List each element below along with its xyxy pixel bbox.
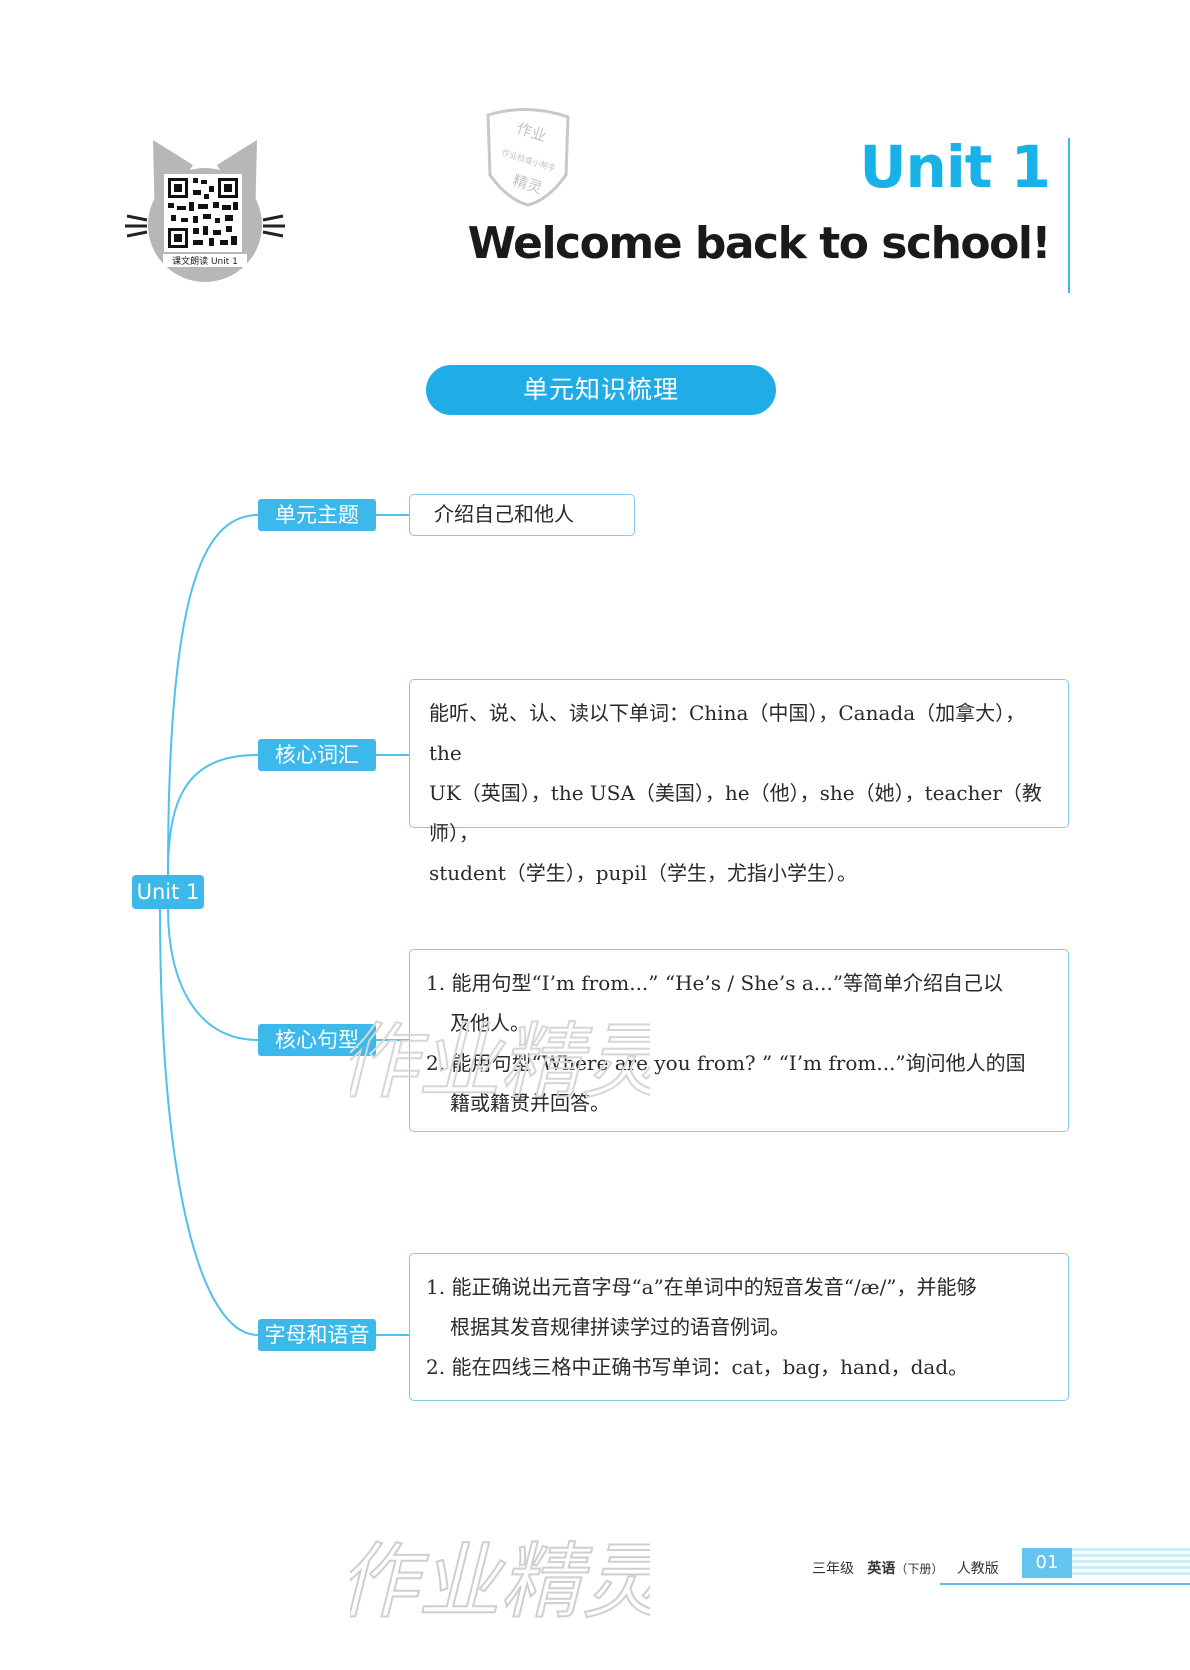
connector-sentences (167, 908, 259, 1041)
phonics-line-2: 根据其发音规律拼读学过的语音例词。 (450, 1315, 790, 1339)
footer-edition: 人教版 (956, 1561, 999, 1577)
qr-cat-badge[interactable]: 课文朗读 Unit 1 (125, 130, 285, 290)
section-title-pill: 单元知识梳理 (426, 365, 776, 415)
footer-book-info: 三年级 英语（下册） 人教版 (812, 1558, 999, 1578)
vocab-line-2: UK（英国），the USA（美国），he（他），she（她），teacher（… (429, 781, 1042, 845)
footer-grade: 三年级 (812, 1561, 854, 1577)
sentences-line-4: 籍或籍贯并回答。 (450, 1091, 610, 1115)
footer-volume: （下册） (895, 1562, 944, 1576)
watermark-mid-text: 作业精灵 (350, 1015, 650, 1110)
branch-tag-phonics: 字母和语音 (258, 1319, 376, 1351)
branch-box-theme: 介绍自己和他人 (409, 494, 635, 536)
cat-qr-icon (125, 140, 285, 285)
sentences-line-1: 1. 能用句型“I’m from...” “He’s / She’s a...”… (426, 971, 1004, 995)
phonics-line-3: 2. 能在四线三格中正确书写单词：cat，bag，hand，dad。 (426, 1355, 969, 1379)
branch-box-vocab: 能听、说、认、读以下单词：China（中国），Canada（加拿大），the U… (409, 679, 1069, 885)
branch-box-sentences: 1. 能用句型“I’m from...” “He’s / She’s a...”… (409, 949, 1069, 1132)
theme-text: 介绍自己和他人 (434, 502, 574, 526)
branch-tag-vocab: 核心词汇 (258, 739, 376, 771)
watermark-bottom: 作业精灵 (350, 1534, 650, 1630)
branch-tag-sentences: 核心句型 (258, 1024, 376, 1056)
connector-phonics (159, 908, 259, 1336)
mindmap-root: Unit 1 (132, 875, 204, 909)
page-band (1072, 1548, 1190, 1578)
connector-theme (167, 514, 259, 876)
unit-subtitle: Welcome back to school! (467, 218, 1052, 269)
phonics-line-1: 1. 能正确说出元音字母“a”在单词中的短音发音“/æ/”，并能够 (426, 1275, 977, 1299)
unit-title: Unit 1 (859, 133, 1051, 201)
watermark-stamp: 作业 作业检查小帮手 精灵 (486, 108, 570, 207)
footer-subject: 英语 (867, 1561, 896, 1577)
connector-vocab (167, 754, 259, 876)
watermark-mid: 作业精灵 (350, 1014, 650, 1111)
page-number: 01 (1022, 1548, 1072, 1578)
header-rule (1068, 138, 1070, 293)
vocab-line-1: 能听、说、认、读以下单词：China（中国），Canada（加拿大），the (429, 701, 1026, 765)
sentences-line-2: 及他人。 (450, 1011, 530, 1035)
watermark-bottom-text: 作业精灵 (350, 1535, 650, 1630)
qr-caption: 课文朗读 Unit 1 (163, 254, 247, 267)
sentences-line-3: 2. 能用句型“Where are you from? ” “I’m from.… (426, 1051, 1026, 1075)
branch-box-phonics: 1. 能正确说出元音字母“a”在单词中的短音发音“/æ/”，并能够 根据其发音规… (409, 1253, 1069, 1401)
vocab-line-3: student（学生），pupil（学生，尤指小学生）。 (429, 861, 858, 885)
branch-tag-theme: 单元主题 (258, 499, 376, 531)
footer-line (940, 1583, 1190, 1585)
